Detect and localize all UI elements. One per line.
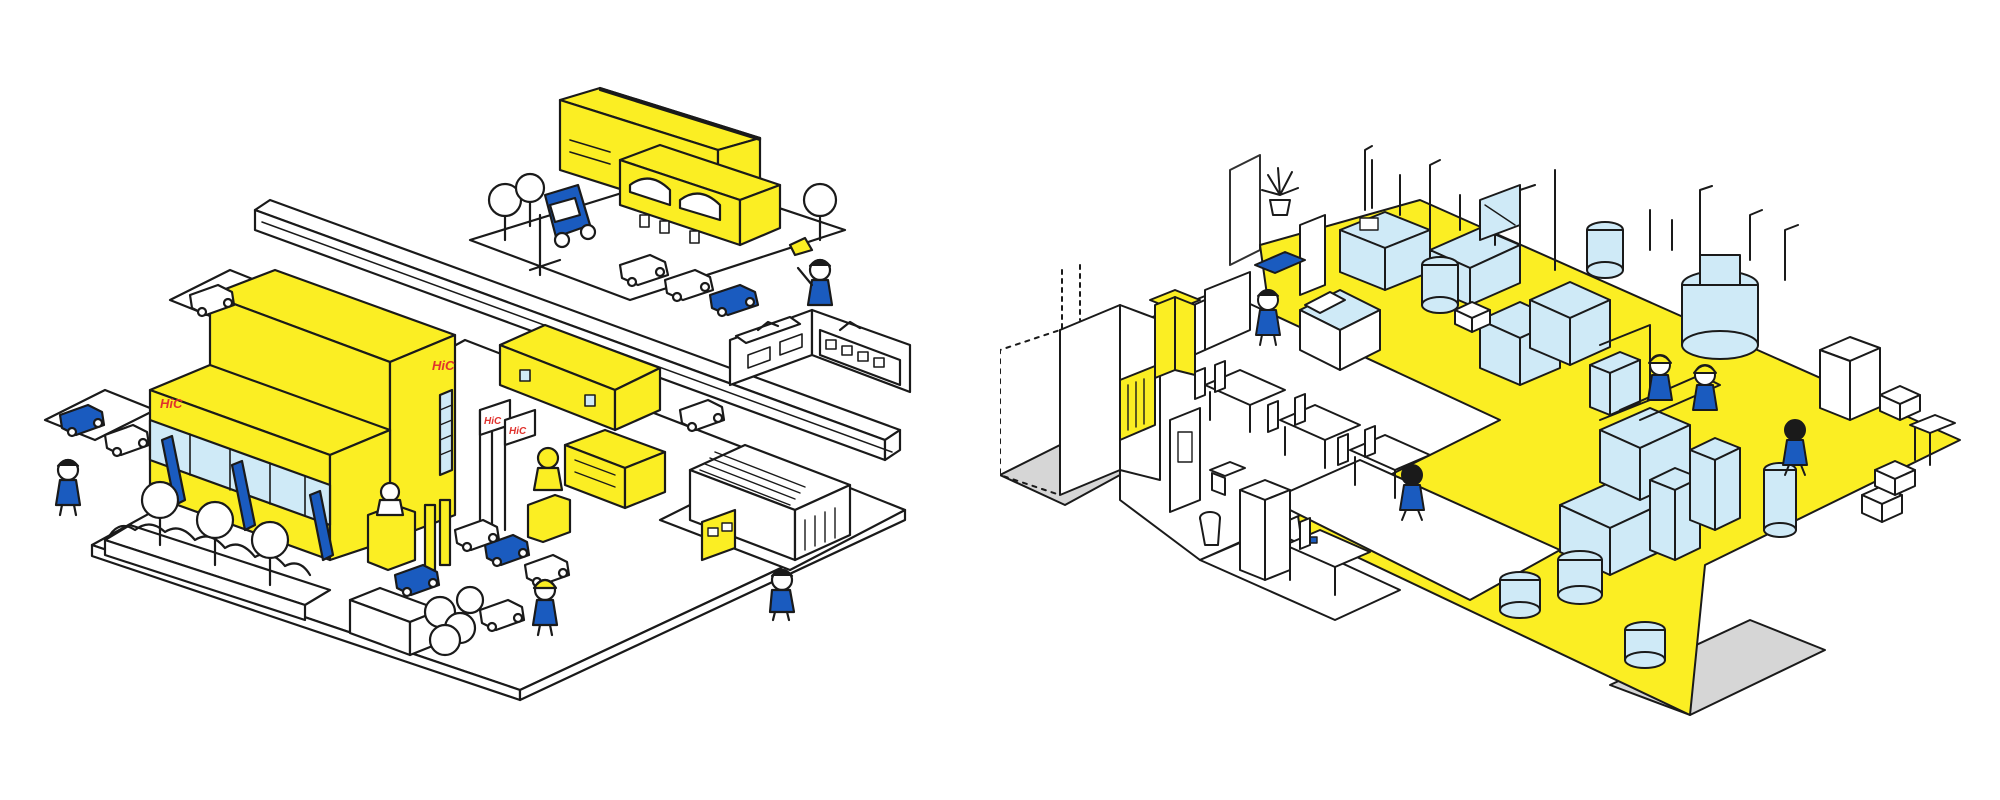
building-logo: HiC [432, 358, 455, 373]
blue-floor-mat [1254, 251, 1306, 274]
control-desk [1299, 289, 1381, 371]
yellow-cabinet [1149, 289, 1201, 379]
back-parking-cars [618, 253, 760, 318]
front-parking-cars [393, 398, 726, 633]
vending-machines [700, 508, 737, 562]
train [728, 308, 912, 394]
restroom-fixtures [1199, 461, 1246, 546]
back-trees [487, 172, 838, 242]
robot-sculpture [526, 446, 572, 544]
front-hedge [103, 480, 332, 622]
right-cabinets [1819, 336, 1956, 466]
worker-helmet-2 [1692, 364, 1718, 411]
wall-board [1479, 184, 1521, 241]
back-warehouse [558, 86, 782, 247]
storage-tanks [1421, 221, 1797, 669]
worker-helmet-1 [1647, 354, 1673, 401]
left-parking-cars [58, 283, 236, 458]
worker-waving [788, 236, 834, 307]
middle-building [498, 323, 662, 432]
flag-logo: HiC [484, 416, 502, 427]
front-bushes [423, 585, 485, 657]
cardboard-boxes [1454, 301, 1921, 523]
processing-machines [1339, 211, 1741, 576]
worker-walking [1399, 464, 1425, 521]
yellow-shed [563, 428, 667, 510]
potted-plant [1261, 167, 1299, 216]
worker-office [1255, 289, 1281, 346]
flag-logo: HiC [509, 426, 527, 437]
main-office-building [148, 268, 457, 562]
forklift [528, 183, 597, 277]
worker-helmet [531, 578, 559, 637]
worker-left [54, 458, 82, 517]
worker-right [1782, 419, 1808, 476]
white-storage-building [688, 443, 852, 562]
front-wall [348, 586, 442, 657]
break-room-fridge [1239, 479, 1291, 581]
worker-bowing [768, 568, 796, 622]
factory-interior-illustration [1000, 145, 1961, 716]
glass-partitions [1061, 154, 1326, 331]
factory-exterior-illustration: HiC HiC HiC HiC [43, 86, 912, 702]
founder-statue [366, 481, 417, 572]
building-logo: HiC [160, 396, 183, 411]
flag-poles [478, 398, 537, 532]
